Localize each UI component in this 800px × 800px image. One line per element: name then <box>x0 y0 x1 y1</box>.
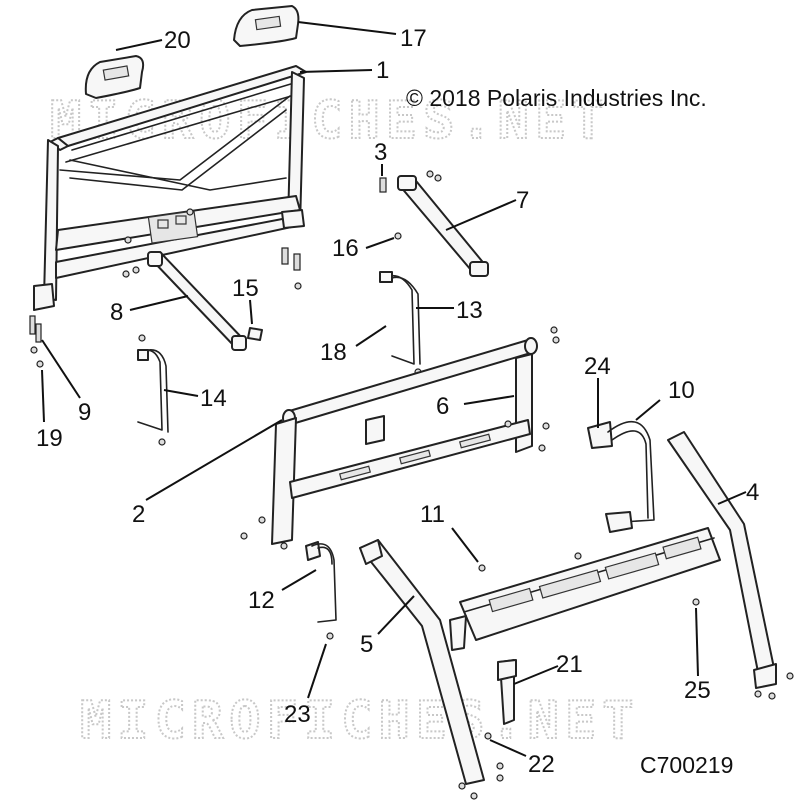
leader-11 <box>451 527 479 563</box>
leader-9 <box>41 339 81 399</box>
part-5-pillar <box>359 539 504 800</box>
leader-lines <box>41 21 747 757</box>
leader-8 <box>129 295 189 311</box>
callout-9: 9 <box>78 399 91 426</box>
callout-20: 20 <box>164 27 191 54</box>
part-13-grab-handle <box>379 271 422 376</box>
part-22-nut <box>484 732 492 740</box>
leader-6 <box>463 395 515 405</box>
part-19-nut <box>36 360 44 368</box>
callout-10: 10 <box>668 377 695 404</box>
callout-25: 25 <box>684 677 711 704</box>
watermark-bottom: MICROFICHES.NET <box>80 691 640 751</box>
leader-22 <box>489 739 527 757</box>
part-4-pillar <box>667 431 794 700</box>
callout-4: 4 <box>746 479 759 506</box>
callout-5: 5 <box>360 631 373 658</box>
part-21-bracket <box>497 659 517 725</box>
callout-18: 18 <box>320 339 347 366</box>
callout-22: 22 <box>528 751 555 778</box>
callout-21: 21 <box>556 651 583 678</box>
leader-19 <box>41 369 45 423</box>
leader-4 <box>717 491 747 505</box>
leader-18 <box>355 325 387 347</box>
part-17-cap <box>233 5 300 47</box>
part-1-rear-frame <box>33 65 307 311</box>
part-11-screw <box>478 552 582 572</box>
part-9-bolt <box>29 315 42 354</box>
callout-7: 7 <box>516 187 529 214</box>
drawing-number: C700219 <box>640 752 733 778</box>
callout-12: 12 <box>248 587 275 614</box>
callout-23: 23 <box>284 701 311 728</box>
leader-1 <box>299 69 373 73</box>
leader-12 <box>281 569 317 591</box>
leader-23 <box>307 643 327 699</box>
leader-20 <box>115 39 163 51</box>
part-10-grab-handle <box>587 421 655 533</box>
leader-21 <box>513 665 559 685</box>
callout-6: 6 <box>436 393 449 420</box>
callout-1: 1 <box>376 57 389 84</box>
part-12-grab-handle <box>305 541 337 623</box>
hardware-bolts-center <box>122 247 302 290</box>
leader-7 <box>445 199 517 231</box>
callout-15: 15 <box>232 275 259 302</box>
leader-15 <box>249 299 253 325</box>
part-20-cap <box>84 55 145 99</box>
leader-14 <box>163 389 199 397</box>
part-15-clip <box>247 327 263 341</box>
leader-10 <box>635 399 661 421</box>
part-25-nut <box>692 598 700 606</box>
leader-25 <box>695 607 699 677</box>
part-3-bolt <box>379 177 387 193</box>
part-16-nut <box>394 232 402 240</box>
leader-17 <box>297 21 397 35</box>
callout-24: 24 <box>584 353 611 380</box>
leader-5 <box>377 595 415 635</box>
callout-14: 14 <box>200 385 227 412</box>
callout-11: 11 <box>420 501 445 528</box>
callout-19: 19 <box>36 425 63 452</box>
part-7-brace <box>397 170 489 277</box>
callout-2: 2 <box>132 501 145 528</box>
callout-3: 3 <box>374 139 387 166</box>
rear-panel <box>459 527 721 641</box>
part-14-grab-handle <box>137 334 169 446</box>
leader-2 <box>145 419 283 501</box>
callout-13: 13 <box>456 297 483 324</box>
callout-16: 16 <box>332 235 359 262</box>
part-6-center-frame <box>240 326 560 550</box>
callout-labels: 20 17 1 3 7 16 13 15 8 18 9 14 6 24 10 1… <box>36 25 759 778</box>
callout-8: 8 <box>110 299 123 326</box>
part-8-brace <box>147 251 247 351</box>
leader-16 <box>365 237 395 249</box>
callout-17: 17 <box>400 25 427 52</box>
part-23-nut <box>326 632 334 640</box>
copyright-text: © 2018 Polaris Industries Inc. <box>406 85 707 111</box>
